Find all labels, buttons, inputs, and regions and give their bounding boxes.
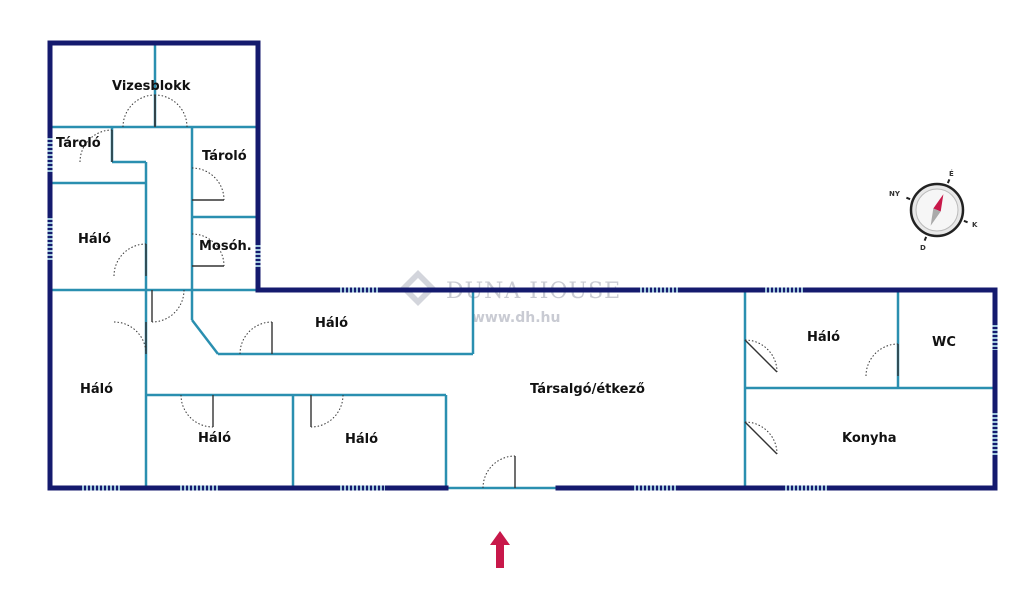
room-labels: Vizesblokk Tároló Tároló Háló Mosóh. Hál… <box>56 79 956 447</box>
door <box>482 455 516 489</box>
door <box>239 321 273 355</box>
compass-east-label: K <box>972 221 978 229</box>
compass-northwest-label: NY <box>889 190 901 198</box>
room-label-halo-corridor: Háló <box>315 316 348 331</box>
room-label-halo-left-lower: Háló <box>80 382 113 397</box>
door <box>310 394 344 428</box>
watermark-url: www.dh.hu <box>472 310 560 326</box>
door <box>113 243 147 277</box>
door <box>113 321 147 355</box>
door <box>744 339 778 373</box>
door <box>191 167 225 201</box>
door <box>191 233 225 267</box>
room-label-tarsalgo: Társalgó/étkező <box>530 382 645 397</box>
room-label-tarolo-left: Tároló <box>56 136 101 151</box>
room-label-halo-left-upper: Háló <box>78 232 111 247</box>
doors <box>79 94 899 489</box>
room-label-halo-right: Háló <box>807 330 840 345</box>
compass-south-label: D <box>920 244 926 252</box>
windows <box>47 138 998 491</box>
compass-north-label: É <box>949 169 954 178</box>
room-label-konyha: Konyha <box>842 431 897 446</box>
door <box>79 129 113 163</box>
room-label-vizesblokk: Vizesblokk <box>112 79 191 94</box>
door <box>744 421 778 455</box>
room-label-halo-center-left: Háló <box>198 431 231 446</box>
entrance-arrow-icon <box>490 531 510 568</box>
room-label-wc: WC <box>932 335 956 350</box>
room-label-halo-center-right: Háló <box>345 432 378 447</box>
door <box>180 394 214 428</box>
inner-walls <box>50 45 995 490</box>
door <box>865 343 899 377</box>
room-label-mosoh: Mosóh. <box>199 239 252 254</box>
door <box>151 289 185 323</box>
door <box>122 94 156 128</box>
compass-rose-icon: É K D NY <box>889 169 978 252</box>
door <box>154 94 188 128</box>
watermark: DUNA HOUSE www.dh.hu <box>400 270 620 326</box>
room-label-tarolo-right: Tároló <box>202 149 247 164</box>
